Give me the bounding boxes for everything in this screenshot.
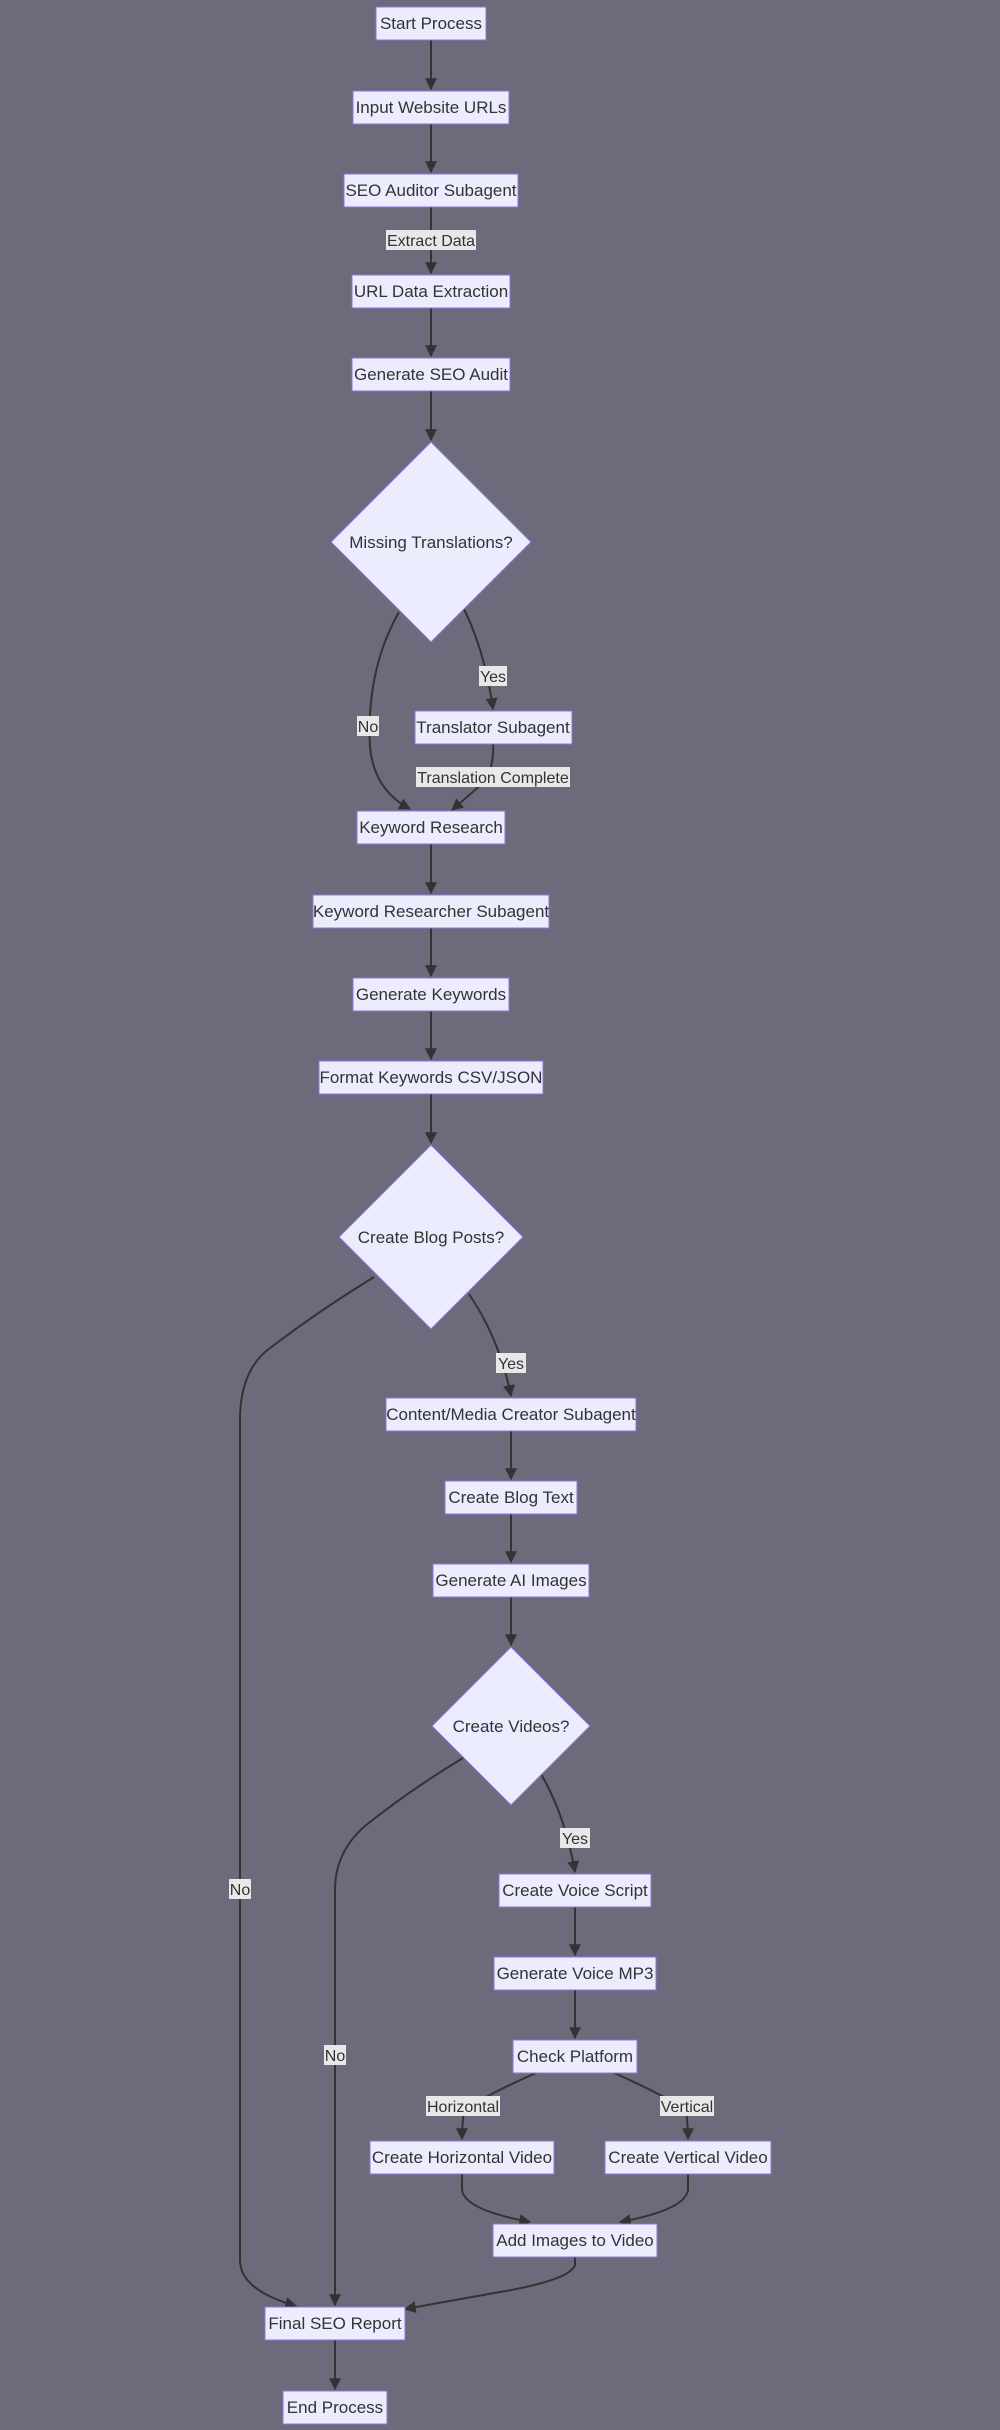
decision-missing-translations: Missing Translations? (330, 441, 532, 643)
node-create-horizontal-video: Create Horizontal Video (369, 2140, 555, 2175)
edge-label-videos-no: No (324, 2045, 346, 2065)
svg-text:Translator Subagent: Translator Subagent (416, 718, 570, 737)
node-generate-voice-mp3: Generate Voice MP3 (493, 1956, 657, 1991)
node-add-images-to-video: Add Images to Video (492, 2223, 658, 2258)
edge-label-vertical: Vertical (660, 2096, 714, 2116)
edge-videos-no (329, 1757, 464, 2307)
svg-text:URL Data Extraction: URL Data Extraction (354, 282, 508, 301)
svg-text:Create Voice Script: Create Voice Script (502, 1881, 648, 1900)
edge-label-videos-yes: Yes (560, 1828, 590, 1848)
edge-vertical-add (618, 2172, 689, 2226)
svg-text:Content/Media Creator Subagent: Content/Media Creator Subagent (386, 1405, 636, 1424)
edge-translations-yes (463, 608, 498, 711)
svg-text:Generate Voice MP3: Generate Voice MP3 (497, 1964, 654, 1983)
svg-text:Keyword Researcher Subagent: Keyword Researcher Subagent (313, 902, 550, 921)
svg-text:No: No (230, 1882, 251, 1899)
node-create-blog-text: Create Blog Text (444, 1480, 578, 1515)
svg-text:Check Platform: Check Platform (517, 2047, 633, 2066)
edges (239, 40, 694, 2391)
svg-text:Missing Translations?: Missing Translations? (349, 533, 512, 552)
svg-text:Create Horizontal Video: Create Horizontal Video (372, 2148, 552, 2167)
node-keyword-research: Keyword Research (356, 810, 506, 845)
svg-text:Start Process: Start Process (380, 14, 482, 33)
svg-text:Generate SEO Audit: Generate SEO Audit (354, 365, 508, 384)
edge-label-translations-no: No (357, 716, 379, 736)
node-format-keywords: Format Keywords CSV/JSON (318, 1060, 544, 1095)
svg-text:Create Blog Text: Create Blog Text (448, 1488, 574, 1507)
edge-translations-no (368, 611, 412, 810)
edge-label-blog-yes: Yes (496, 1353, 526, 1373)
edge-horizontal-add (461, 2172, 532, 2226)
svg-text:Create Blog Posts?: Create Blog Posts? (358, 1228, 504, 1247)
node-generate-seo-audit: Generate SEO Audit (351, 357, 511, 392)
nodes: Start Process Input Website URLs SEO Aud… (264, 6, 772, 2425)
edge-label-horizontal: Horizontal (426, 2096, 500, 2116)
svg-text:Yes: Yes (498, 1356, 524, 1373)
decision-create-videos: Create Videos? (431, 1646, 591, 1806)
svg-text:Add Images to Video: Add Images to Video (496, 2231, 654, 2250)
svg-text:Create Vertical Video: Create Vertical Video (608, 2148, 767, 2167)
svg-text:Vertical: Vertical (661, 2099, 713, 2116)
edge-blog-yes (468, 1293, 515, 1398)
node-create-vertical-video: Create Vertical Video (604, 2140, 772, 2175)
svg-text:Input Website URLs: Input Website URLs (356, 98, 507, 117)
svg-text:Horizontal: Horizontal (427, 2099, 499, 2116)
edge-label-translation-complete: Translation Complete (416, 767, 570, 787)
node-check-platform: Check Platform (512, 2039, 638, 2074)
svg-text:Final SEO Report: Final SEO Report (268, 2314, 401, 2333)
svg-text:Yes: Yes (562, 1831, 588, 1848)
node-generate-keywords: Generate Keywords (352, 977, 510, 1012)
node-create-voice-script: Create Voice Script (498, 1873, 652, 1908)
edge-labels: Extract Data Yes No Translation Complete… (229, 230, 714, 2116)
node-input-website-urls: Input Website URLs (352, 90, 510, 125)
svg-text:Generate AI Images: Generate AI Images (435, 1571, 586, 1590)
svg-text:Generate Keywords: Generate Keywords (356, 985, 506, 1004)
edge-label-extract-data: Extract Data (386, 230, 476, 250)
node-start-process: Start Process (375, 6, 487, 41)
edge-label-blog-no: No (229, 1879, 251, 1899)
node-generate-ai-images: Generate AI Images (432, 1563, 590, 1598)
svg-text:No: No (325, 2048, 346, 2065)
node-final-seo-report: Final SEO Report (264, 2306, 406, 2341)
decision-create-blog-posts: Create Blog Posts? (338, 1144, 524, 1330)
svg-text:Extract Data: Extract Data (387, 233, 475, 250)
svg-text:Format Keywords CSV/JSON: Format Keywords CSV/JSON (320, 1068, 543, 1087)
svg-text:No: No (358, 719, 379, 736)
edge-videos-yes (540, 1773, 580, 1874)
node-url-data-extraction: URL Data Extraction (351, 274, 511, 309)
svg-text:Keyword Research: Keyword Research (359, 818, 503, 837)
node-seo-auditor-subagent: SEO Auditor Subagent (343, 173, 519, 208)
node-content-media-creator-subagent: Content/Media Creator Subagent (385, 1397, 637, 1432)
edge-add-final (403, 2256, 576, 2314)
svg-text:Translation Complete: Translation Complete (417, 770, 569, 787)
svg-text:Create Videos?: Create Videos? (453, 1717, 570, 1736)
edge-blog-no (239, 1276, 375, 2309)
svg-text:Yes: Yes (480, 669, 506, 686)
node-keyword-researcher-subagent: Keyword Researcher Subagent (312, 894, 550, 929)
svg-text:End Process: End Process (287, 2398, 383, 2417)
edge-label-translations-yes: Yes (479, 666, 507, 686)
node-end-process: End Process (282, 2390, 388, 2425)
node-translator-subagent: Translator Subagent (414, 710, 573, 745)
svg-text:SEO Auditor Subagent: SEO Auditor Subagent (345, 181, 516, 200)
